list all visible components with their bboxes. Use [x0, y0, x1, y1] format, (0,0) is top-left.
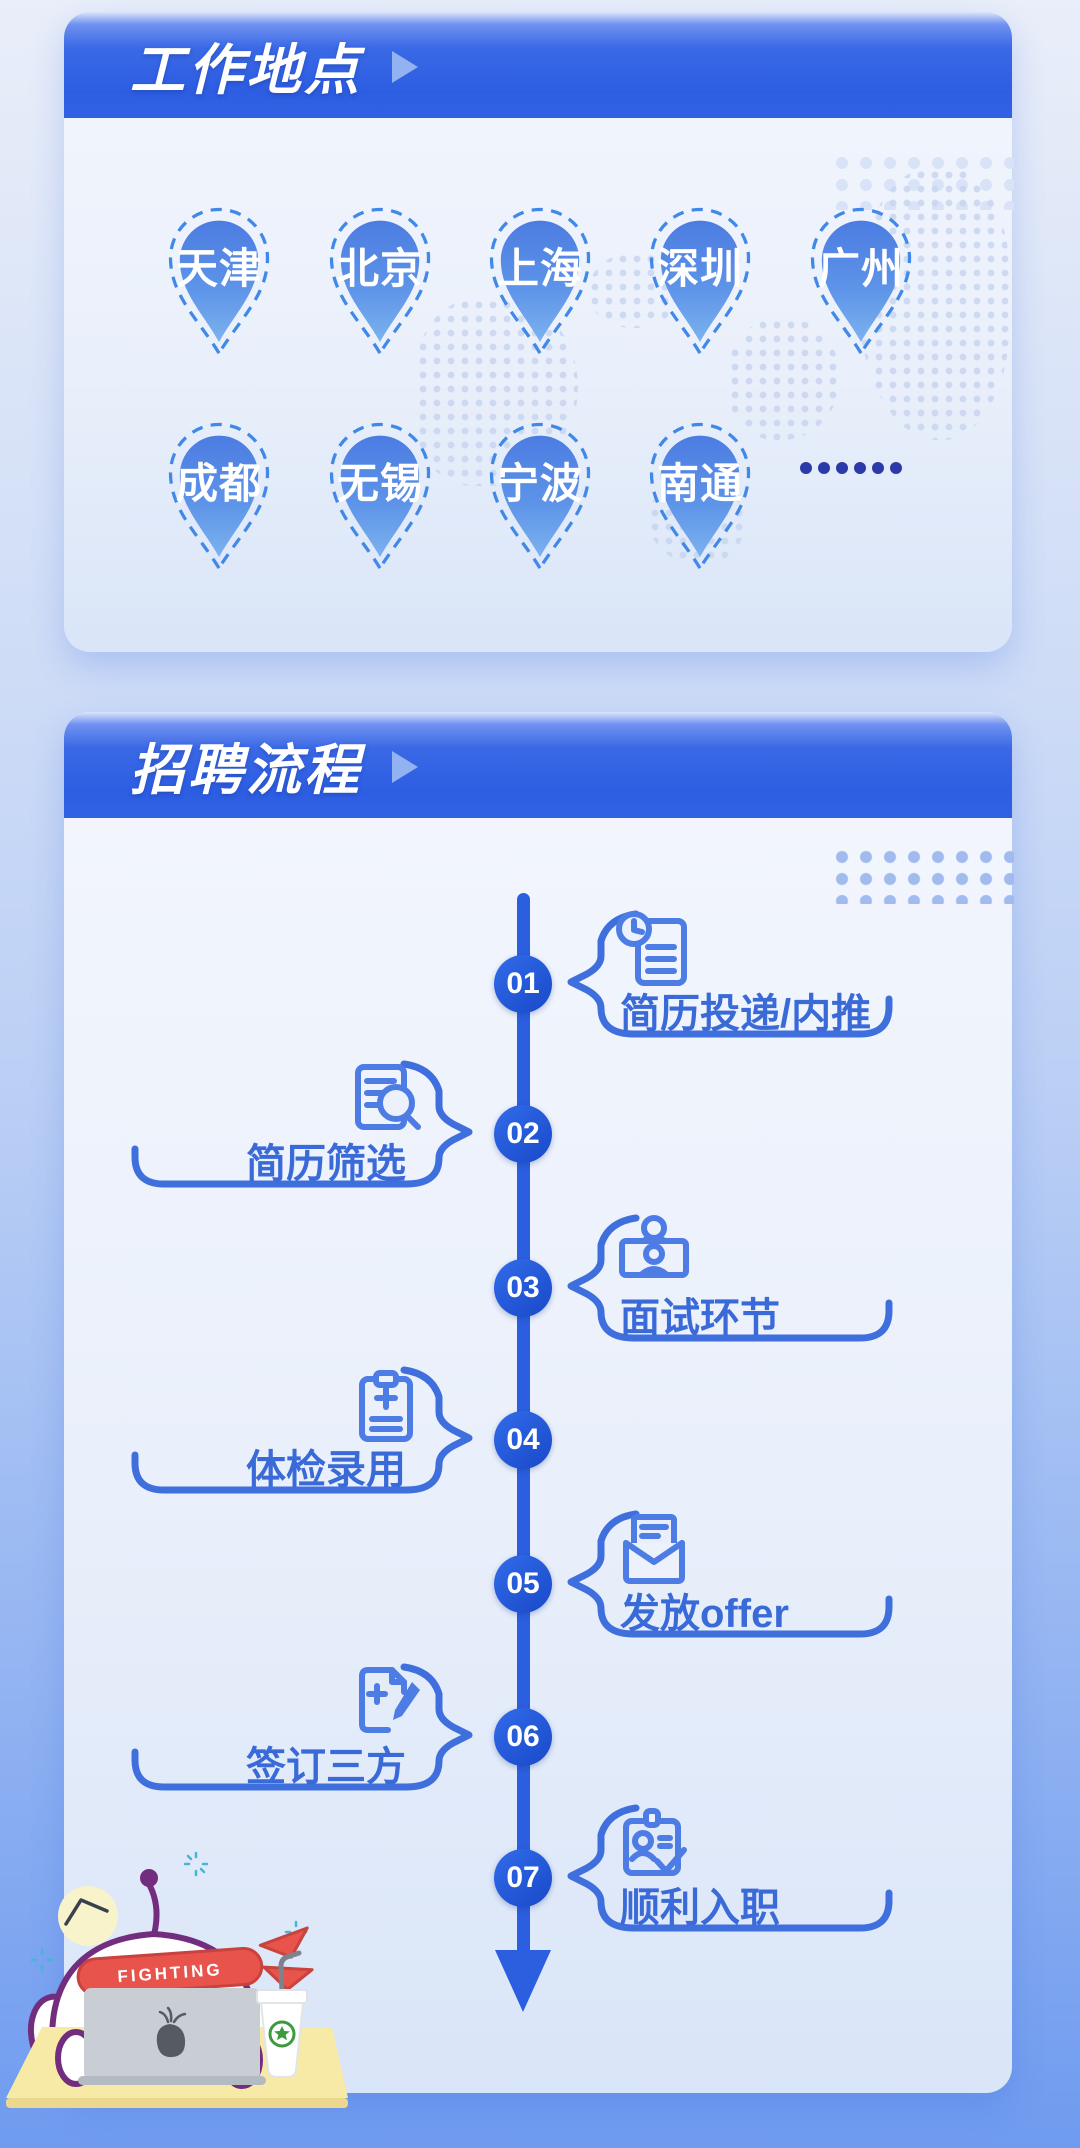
process-step-number: 04 [494, 1411, 552, 1469]
map-pin-icon [649, 207, 751, 355]
process-step-bubble: 体检录用 [118, 1365, 498, 1495]
location-pin-label: 上海 [496, 245, 583, 292]
process-step-bubble: 发放offer [542, 1509, 902, 1639]
location-pin-label: 天津 [175, 245, 262, 292]
map-pin-icon [489, 422, 591, 570]
map-pin-icon [329, 422, 431, 570]
location-pin: 上海 [484, 202, 596, 355]
map-pin-icon [489, 207, 591, 355]
location-pin-label: 成都 [175, 460, 262, 507]
process-step-label: 顺利入职 [620, 1886, 780, 1930]
location-pin: 北京 [324, 202, 436, 355]
more-locations-dots [800, 462, 902, 474]
process-step-label: 简历筛选 [246, 1142, 406, 1186]
location-pin: 深圳 [644, 202, 756, 355]
recruitment-process-title: 招聘流程 [130, 739, 363, 801]
interview-icon [612, 1213, 696, 1297]
speech-bracket [131, 1366, 473, 1494]
process-step-number: 06 [494, 1708, 552, 1766]
medical-check-icon [344, 1365, 428, 1449]
map-pin-icon [168, 207, 270, 355]
process-step-number: 05 [494, 1555, 552, 1613]
sign-agreement-icon [344, 1662, 428, 1746]
resume-submit-icon [612, 909, 696, 993]
speech-bracket [131, 1663, 473, 1791]
location-pin: 成都 [163, 417, 275, 570]
map-pin-icon [168, 422, 270, 570]
location-pin: 南通 [644, 417, 756, 570]
process-step-bubble: 签订三方 [118, 1662, 498, 1792]
dot-grid-decoration [828, 844, 1014, 904]
process-step-label: 发放offer [620, 1592, 789, 1636]
process-step-bubble: 简历筛选 [118, 1059, 498, 1189]
laptop [78, 1988, 266, 2085]
location-pin-label: 宁波 [496, 460, 583, 507]
map-pin-icon [329, 207, 431, 355]
process-step-label: 简历投递/内推 [620, 992, 872, 1036]
robot-antenna-ball [140, 1869, 158, 1887]
process-step-number: 02 [494, 1105, 552, 1163]
timeline-arrow-icon [495, 1950, 551, 2012]
process-step-label: 体检录用 [246, 1448, 406, 1492]
process-step-bubble: 顺利入职 [542, 1803, 902, 1933]
speech-bracket [567, 910, 893, 1038]
robot-headband: FIGHTING [76, 1926, 314, 1997]
process-step-number: 03 [494, 1259, 552, 1317]
location-pin: 天津 [163, 202, 275, 355]
location-pin-label: 北京 [336, 245, 423, 292]
work-locations-header: 工作地点 [64, 12, 1012, 118]
speech-bracket [131, 1060, 473, 1188]
pear-logo [156, 2024, 186, 2058]
recruitment-process-header: 招聘流程 [64, 712, 1012, 818]
play-triangle-icon [392, 51, 419, 83]
process-step-label: 面试环节 [620, 1296, 780, 1340]
map-pin-icon [649, 422, 751, 570]
location-pin: 广州 [805, 202, 917, 355]
speech-bracket [567, 1804, 893, 1932]
play-triangle-icon [392, 751, 419, 783]
map-pin-icon [810, 207, 912, 355]
location-pin-label: 广州 [817, 245, 904, 292]
world-map-dots [728, 318, 840, 440]
location-pin-label: 无锡 [336, 460, 423, 507]
process-step-label: 签订三方 [246, 1745, 406, 1789]
location-pin-label: 深圳 [656, 245, 743, 292]
location-pin-label: 南通 [656, 460, 743, 507]
speech-bracket [567, 1214, 893, 1342]
clock-decoration [58, 1886, 118, 1946]
offer-letter-icon [612, 1509, 696, 1593]
process-step-number: 07 [494, 1849, 552, 1907]
speech-bracket [567, 1510, 893, 1638]
process-step-number: 01 [494, 955, 552, 1013]
location-pin: 宁波 [484, 417, 596, 570]
onboarding-icon [612, 1803, 696, 1887]
resume-screening-icon [344, 1059, 428, 1143]
location-pin: 无锡 [324, 417, 436, 570]
work-locations-title: 工作地点 [130, 39, 363, 101]
drink-cup [256, 1950, 308, 2078]
process-step-bubble: 简历投递/内推 [542, 909, 902, 1039]
process-step-bubble: 面试环节 [542, 1213, 902, 1343]
mascot: FIGHTING [6, 1851, 348, 2108]
